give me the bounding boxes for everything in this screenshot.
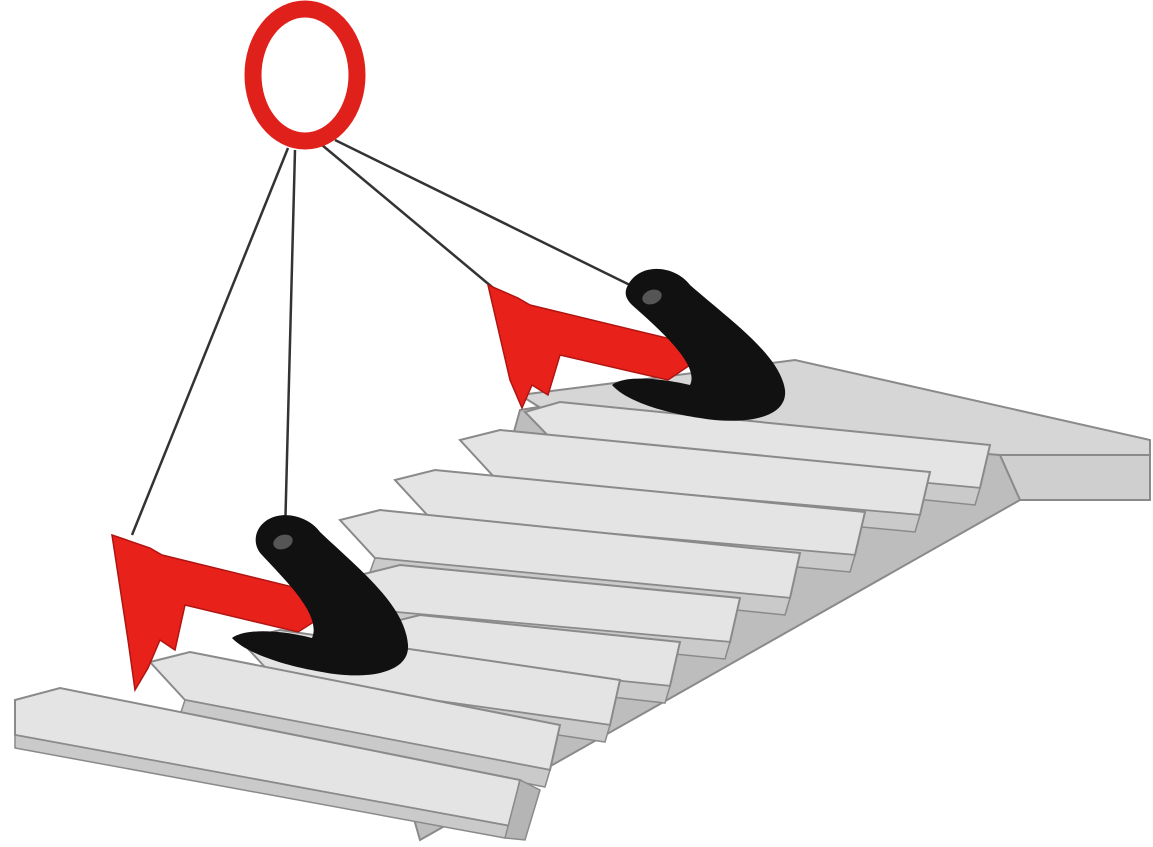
master-link — [253, 9, 357, 141]
sling-leg-upper-left — [322, 145, 498, 292]
sling-leg-lower-right — [285, 150, 295, 535]
top-landing-front — [1000, 455, 1150, 500]
sling-leg-upper-right — [335, 140, 640, 290]
sling-leg-lower-left — [132, 148, 288, 535]
